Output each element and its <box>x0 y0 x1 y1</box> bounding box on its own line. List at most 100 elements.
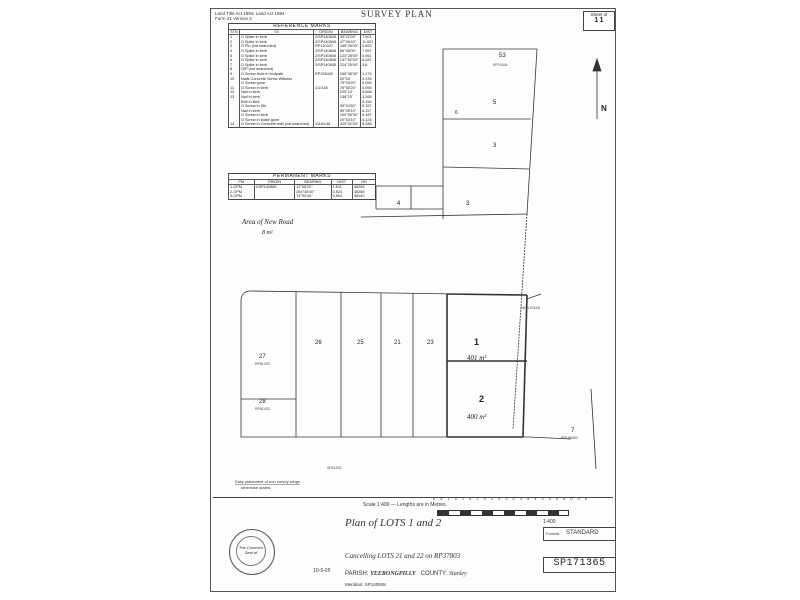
table-cell <box>313 99 339 105</box>
new-road-line <box>360 213 528 218</box>
lot-boundary-bold <box>522 294 528 438</box>
table-cell: 11 <box>227 85 240 91</box>
table-cell: 1116/148 <box>313 122 339 128</box>
column-header: BEARING <box>294 179 332 186</box>
table-cell: 74°00'40" <box>294 194 332 200</box>
north-label: N <box>601 104 607 113</box>
sheet-total: 1 <box>599 17 604 24</box>
table-cell: O Spike in kerb <box>239 48 314 54</box>
north-arrow-head <box>592 57 602 72</box>
sheet-of: of <box>603 12 608 17</box>
table-cell <box>253 194 295 200</box>
scale-segment <box>482 511 493 515</box>
table-cell: O Pin (not searched) <box>239 44 314 49</box>
column-header: NO <box>351 179 376 186</box>
table-cell: 76°50'20" <box>337 85 361 91</box>
survey-plan-title: SURVEY PLAN <box>361 9 433 19</box>
column-header: DIST <box>330 179 353 186</box>
lot-53: 53 <box>499 53 506 59</box>
scale-box: 1:400 <box>543 519 556 525</box>
table-cell <box>227 99 240 105</box>
form-header: Land Title Act 1994; Land Act 1994 Form … <box>215 11 285 21</box>
boundary-line <box>590 388 597 470</box>
lot-25: 25 <box>357 340 364 346</box>
column-header: ORIGIN <box>313 29 339 36</box>
table-cell: 254°45'40" <box>294 189 332 195</box>
table-cell: 48268 <box>351 189 376 195</box>
cadastral-plan-drawing: Area of New Road 8 m² N 53 RP14044 5 6 3… <box>235 48 607 490</box>
lot-2-area: 400 m² <box>467 413 487 421</box>
table-cell: 12°06'20" <box>294 184 332 190</box>
table-cell: O Screw in stake gone <box>239 117 314 123</box>
table-cell: RP158400 <box>313 71 339 77</box>
table-cell: 2/SP140848 <box>313 39 339 45</box>
scale-segment <box>526 511 537 515</box>
table-cell: 2/SP140848 <box>313 62 339 68</box>
table-cell: 4 <box>227 48 240 54</box>
table-cell: 8 <box>227 67 240 72</box>
county-label: COUNTY: <box>420 571 448 577</box>
table-cell: O Spike in kerb <box>239 53 314 59</box>
meridian: Meridian: SP140848 <box>345 582 386 587</box>
table-cell: 48265 <box>351 184 376 190</box>
table-cell: Nail in kerb <box>239 90 314 95</box>
sheet-number-box: Sheet of 1 1 <box>583 11 615 31</box>
table-cell: 39°04'50" <box>337 104 361 109</box>
column-header: PM <box>228 179 255 186</box>
lot-4: 4 <box>397 201 401 207</box>
table-cell <box>313 90 339 95</box>
table-cell: 3.235 <box>360 76 376 82</box>
lot-5: 5 <box>493 100 497 106</box>
table-cell: 20°04' <box>337 76 361 82</box>
column-header: ORIGIN <box>253 179 295 186</box>
table-cell: Bolt in Bed <box>239 99 314 105</box>
table-cell: 9 <box>227 71 240 77</box>
scale-ticks: 0510152025303540455055 <box>433 496 592 501</box>
table-cell: 7.901 <box>360 34 376 40</box>
table-cell: 3-OPM <box>228 194 255 200</box>
table-cell: 2/SP142865 <box>253 184 295 190</box>
format-box: Format: STANDARD <box>543 527 616 541</box>
table-cell: 38140 <box>351 194 376 200</box>
table-cell: 7 <box>227 62 240 68</box>
table-cell: 220°14' <box>337 90 361 95</box>
table-cell: 39°22'20" <box>337 34 361 40</box>
table-cell: 5.061 <box>360 53 376 59</box>
plan-of-lots-title: Plan of LOTS 1 and 2 <box>345 517 442 529</box>
form-header-line: Land Title Act 1994; Land Act 1994 <box>215 11 285 16</box>
table-cell: Nail in kerb <box>239 94 314 100</box>
boundary-line <box>526 48 538 215</box>
table-cell: 138°15' <box>337 94 361 100</box>
table-cell: 89°05'10" <box>337 108 361 114</box>
table-cell <box>313 117 339 123</box>
table-cell <box>227 108 240 114</box>
plan-ref: RP188492 <box>561 436 578 440</box>
table-cell: O Screw gone <box>239 81 314 86</box>
table-cell: 5.288 <box>360 122 376 128</box>
scale-segment <box>460 511 471 515</box>
table-cell: O Spike in kerb <box>239 34 314 40</box>
table-cell: 1.174 <box>360 71 376 77</box>
lot-1: 1 <box>474 337 479 347</box>
seal-text: The Common Seal of <box>236 536 266 566</box>
table-cell: O Screw in kerb <box>239 85 314 91</box>
lot-boundary-bold <box>446 293 528 296</box>
table-cell: 5.054 <box>360 81 376 86</box>
scale-line: Scale 1:400 — Lengths are in Metres. <box>363 502 447 508</box>
title-block: Scale 1:400 — Lengths are in Metres. 051… <box>213 496 613 592</box>
